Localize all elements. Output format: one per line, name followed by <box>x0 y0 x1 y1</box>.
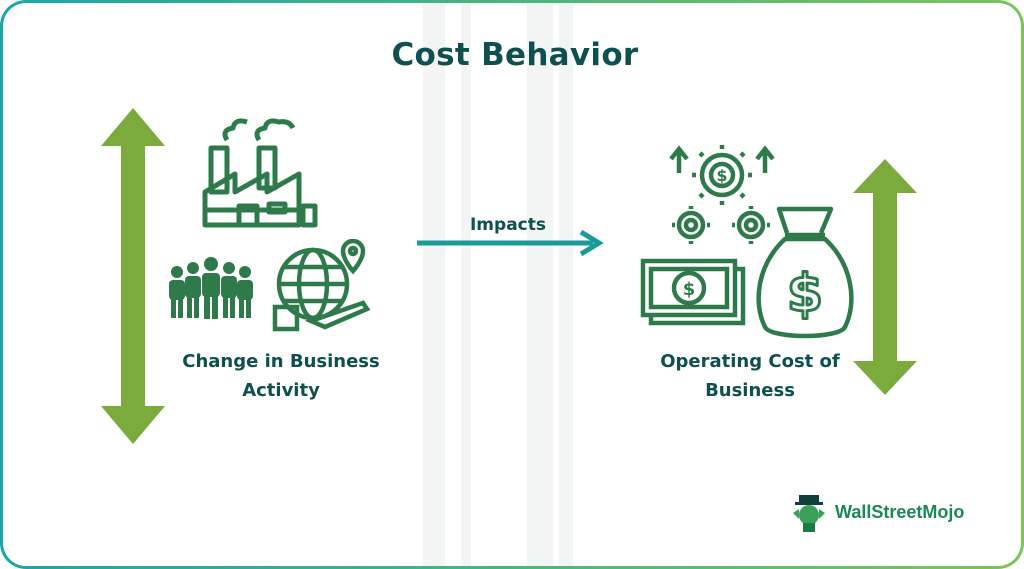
svg-text:$: $ <box>716 166 727 185</box>
gears-dollar-icon: $ <box>669 145 775 244</box>
left-label-line: Activity <box>242 380 320 401</box>
impacts-label: Impacts <box>469 215 546 235</box>
background-stripe <box>423 3 445 566</box>
background-stripe <box>461 3 471 566</box>
right-label-line: Operating Cost of <box>660 351 840 372</box>
money-bag-icon: $ <box>756 206 854 339</box>
double-arrow-icon <box>853 159 917 395</box>
workers-icon <box>169 257 253 319</box>
background-stripe <box>527 3 553 566</box>
mascot-icon <box>793 495 825 532</box>
diagram-title: Cost Behavior <box>391 37 639 73</box>
background-stripe <box>559 3 573 566</box>
banknote-icon: $ <box>640 258 746 326</box>
right-label: Operating Cost of Business <box>639 347 861 405</box>
factory-icon <box>202 118 318 228</box>
brand-logo-text: WallStreetMojo <box>835 502 965 522</box>
left-label: Change in Business Activity <box>163 347 399 405</box>
double-arrow-icon <box>101 108 165 444</box>
svg-text:$: $ <box>787 264 823 324</box>
right-label-line: Business <box>705 380 795 401</box>
right-arrow-icon <box>417 229 604 257</box>
left-label-line: Change in Business <box>182 351 380 372</box>
globe-logistics-icon <box>272 239 371 332</box>
svg-text:$: $ <box>683 279 696 300</box>
